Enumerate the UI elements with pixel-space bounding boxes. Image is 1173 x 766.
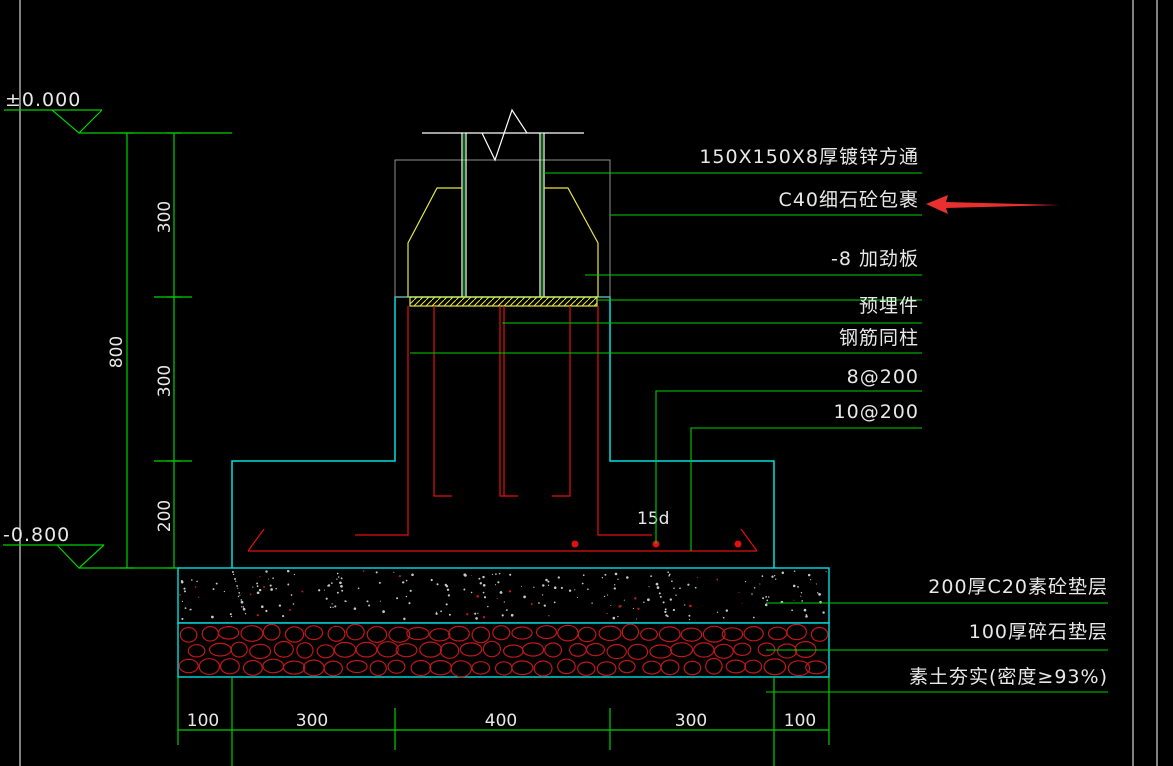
dim-horizontal-1: 100 <box>187 711 219 731</box>
encasement-outline <box>394 159 611 298</box>
gravel-layer <box>177 622 830 678</box>
callout-cushion-concrete: 200厚C20素砼垫层 <box>928 576 1108 598</box>
dim-vertical-part-1: 300 <box>155 201 175 233</box>
stiffener-plates <box>407 187 599 297</box>
callout-leaders <box>410 172 1108 693</box>
callout-bottom-rebar: 10@200 <box>834 401 919 423</box>
pointer-arrow-icon <box>926 195 1060 214</box>
callout-stirrup: 8@200 <box>847 366 919 388</box>
dim-horizontal-5: 100 <box>784 711 816 731</box>
tube-inner-green <box>463 133 543 297</box>
dim-horizontal-2: 300 <box>296 711 328 731</box>
callout-rebar-column: 钢筋同柱 <box>839 327 919 349</box>
drawing-frame <box>19 0 1158 766</box>
steel-tube <box>422 108 584 297</box>
rebar-cage <box>247 306 758 552</box>
elevation-mark-top: ±0.000 <box>4 89 232 134</box>
dim-vertical-part-3: 200 <box>155 500 175 532</box>
callout-stiffener: -8 加劲板 <box>831 248 919 270</box>
callout-gravel-layer: 100厚碎石垫层 <box>969 621 1108 643</box>
svg-text:±0.000: ±0.000 <box>5 89 81 111</box>
dim-vertical-total: 800 <box>107 336 127 368</box>
elevation-mark-bottom: -0.800 <box>3 524 176 569</box>
embedded-plate <box>409 296 598 307</box>
vertical-dimension-chain <box>120 132 192 569</box>
concrete-pedestal-outline <box>231 296 775 568</box>
dim-vertical-part-2: 300 <box>155 365 175 397</box>
dim-horizontal-4: 300 <box>675 711 707 731</box>
dim-horizontal-3: 400 <box>485 711 517 731</box>
anchor-length-label: 15d <box>637 509 669 529</box>
callout-concrete-wrap: C40细石砼包裹 <box>779 189 919 211</box>
cushion-concrete-layer <box>177 567 830 624</box>
svg-text:-0.800: -0.800 <box>3 524 70 546</box>
callout-steel-tube: 150X150X8厚镀锌方通 <box>699 146 919 168</box>
callout-compacted-soil: 素土夯实(密度≥93%) <box>909 666 1108 688</box>
callout-embedded-part: 预埋件 <box>859 295 919 317</box>
